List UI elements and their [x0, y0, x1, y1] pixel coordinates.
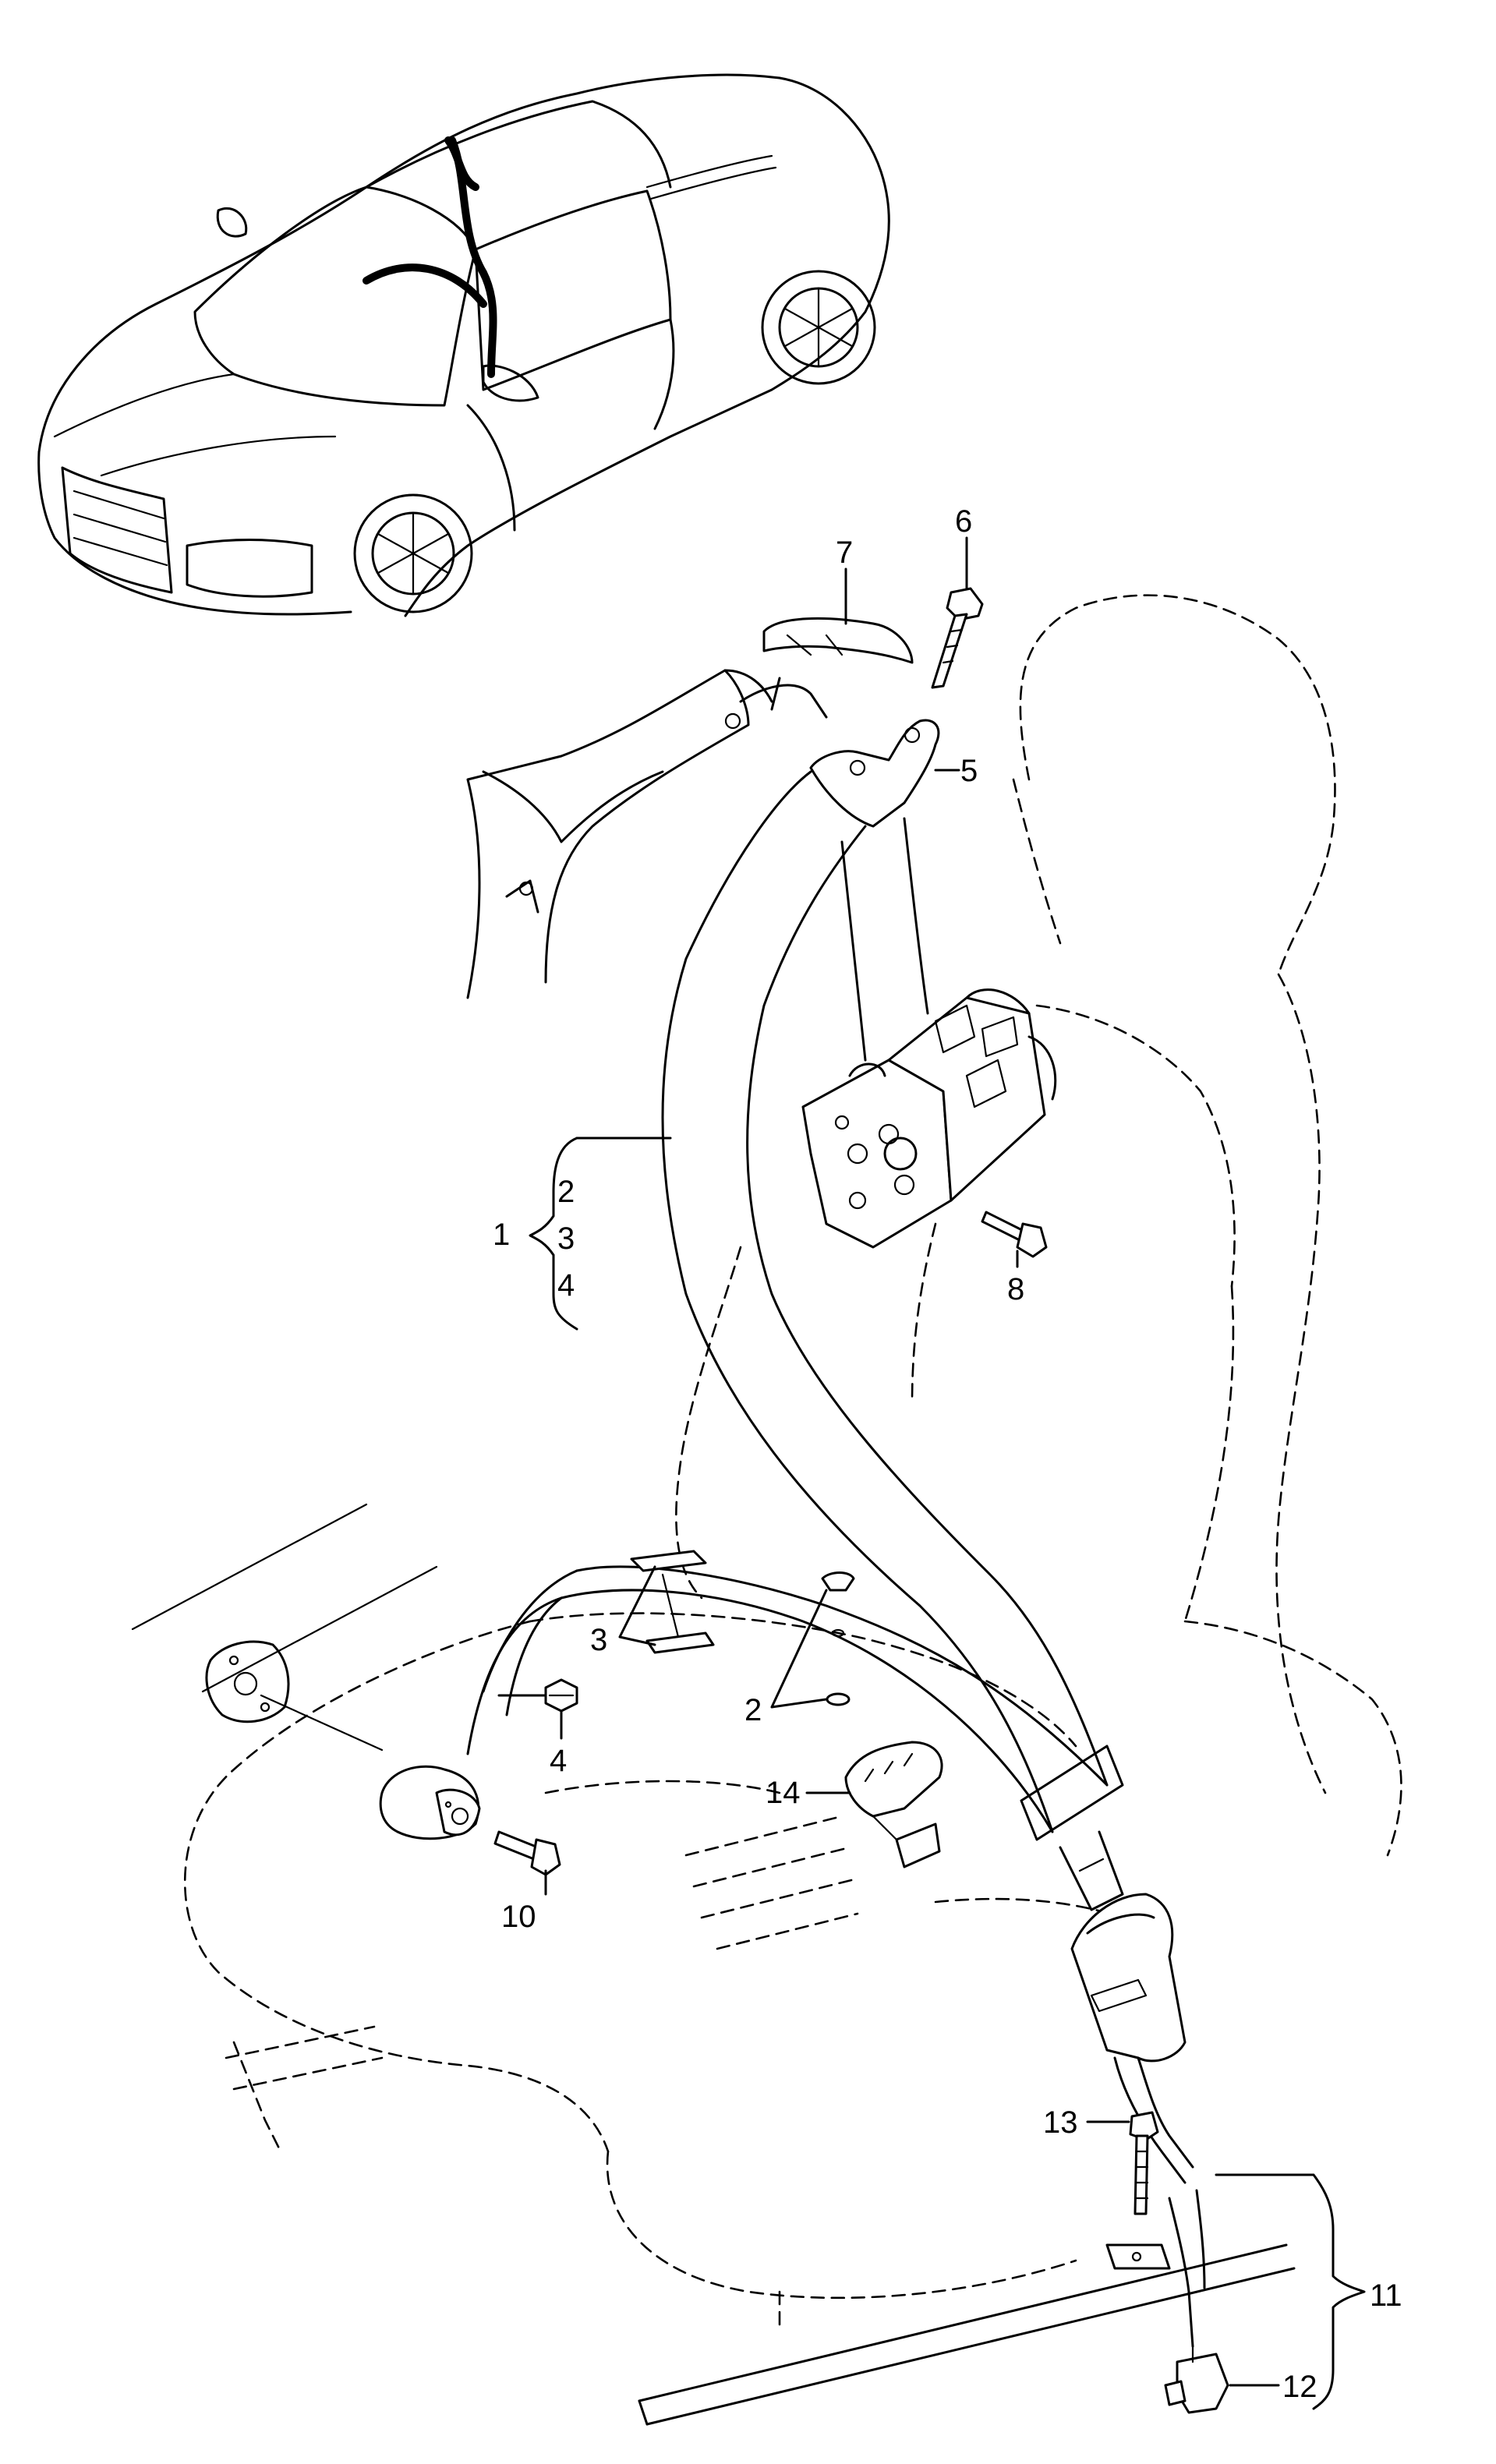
callout-7: 7	[836, 536, 853, 570]
callout-2-upper: 2	[557, 1175, 575, 1209]
bolt-part-6	[931, 587, 984, 689]
callout-6: 6	[955, 504, 972, 539]
callout-1: 1	[493, 1218, 510, 1252]
callout-11: 11	[1370, 2278, 1402, 2313]
callout-4-lower: 4	[550, 1744, 567, 1778]
callout-14: 14	[766, 1776, 801, 1810]
callout-3-lower: 3	[590, 1623, 607, 1657]
callout-10: 10	[501, 1900, 536, 1934]
lower-anchor-assembly	[205, 1550, 943, 1876]
buckle-assembly	[1070, 1893, 1229, 2414]
callout-3-upper: 3	[557, 1221, 575, 1256]
callout-12: 12	[1282, 2370, 1317, 2404]
callout-5: 5	[960, 754, 978, 788]
belt-webbing	[466, 770, 1124, 1911]
callout-labels: 1 2 3 4 5 6 7 8 3 2 4 14 10 13 11 12	[493, 504, 1402, 2404]
callout-13: 13	[1043, 2105, 1078, 2140]
floor-rail	[131, 1503, 1296, 2426]
cover-cap-part-7	[762, 617, 914, 664]
upper-anchor-part-5	[809, 719, 940, 828]
retractor-unit	[801, 988, 1057, 1258]
b-pillar-trim	[466, 669, 828, 999]
seat-outline	[184, 594, 1402, 2332]
car-illustration	[37, 73, 890, 617]
callout-2-lower: 2	[744, 1693, 762, 1727]
callout-8: 8	[1007, 1272, 1024, 1306]
leader-lines	[529, 536, 1366, 2410]
callout-4-upper: 4	[557, 1268, 575, 1303]
